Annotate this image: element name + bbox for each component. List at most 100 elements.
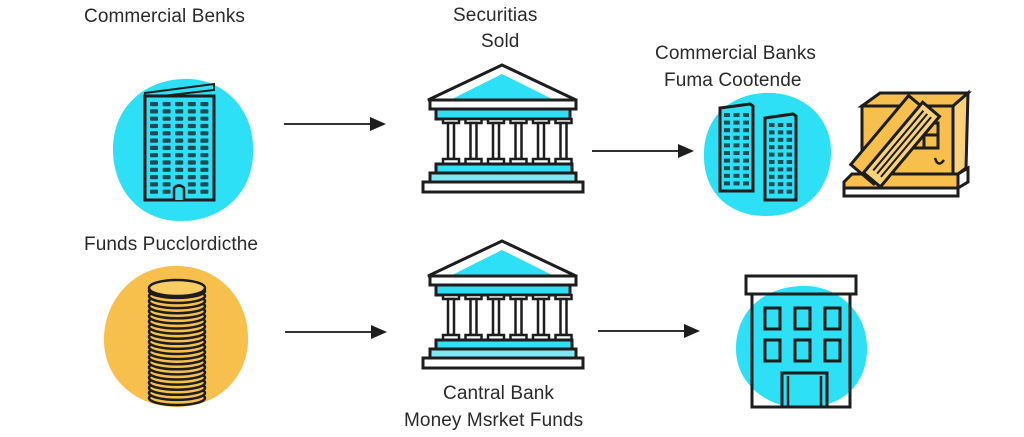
- window-icon: [200, 123, 209, 129]
- label-central-bank-line1: Cantral Bank: [443, 383, 555, 404]
- window-icon: [777, 160, 784, 164]
- window-icon: [786, 137, 793, 142]
- window-icon: [200, 109, 209, 114]
- column-icon: [491, 121, 501, 161]
- ledger-book-icon: [842, 89, 973, 198]
- window-icon: [150, 116, 158, 121]
- window-icon: [200, 189, 209, 194]
- window-icon: [724, 120, 730, 125]
- window-icon: [200, 167, 209, 172]
- column-icon: [514, 121, 523, 161]
- column-icon: [469, 121, 478, 161]
- window-icon: [777, 137, 784, 142]
- column-icon: [446, 121, 456, 161]
- window-icon: [743, 120, 749, 125]
- window-icon: [187, 175, 196, 180]
- window-icon: [150, 175, 158, 180]
- window-icon: [786, 130, 793, 135]
- node-commercial-banks-funds: [700, 88, 835, 223]
- window-icon: [162, 175, 171, 180]
- window-icon: [175, 123, 184, 129]
- window-icon: [150, 182, 158, 187]
- window-icon: [175, 160, 184, 165]
- window-icon: [743, 158, 749, 163]
- window-icon: [162, 131, 171, 136]
- window-icon: [200, 153, 209, 158]
- arrow-commercial-banks-to-securities: [284, 117, 386, 131]
- window-icon: [786, 167, 793, 172]
- label-securities-sold-line1: Securitias: [453, 5, 538, 26]
- window-icon: [733, 143, 740, 148]
- window-icon: [743, 135, 749, 140]
- window-icon: [175, 116, 184, 121]
- window-icon: [724, 128, 730, 133]
- window-icon: [769, 167, 775, 172]
- arrow-central-bank-to-office-building: [598, 324, 700, 338]
- window-icon: [786, 174, 793, 179]
- window-icon: [162, 182, 171, 187]
- window-icon: [200, 182, 209, 187]
- window-icon: [733, 166, 740, 171]
- label-funds-purchased: Funds Pucclordicthe: [84, 234, 259, 255]
- window-icon: [777, 189, 784, 194]
- window-icon: [187, 138, 196, 143]
- window-icon: [724, 173, 730, 178]
- window-icon: [162, 138, 171, 143]
- node-securities-sold: [420, 60, 585, 200]
- window-icon: [150, 167, 158, 172]
- window-icon: [777, 182, 784, 187]
- window-icon: [786, 152, 793, 157]
- window-icon: [187, 167, 196, 172]
- window-icon: [777, 167, 784, 172]
- coin-stack-icon: [103, 265, 249, 408]
- window-icon: [786, 123, 793, 127]
- arrow-funds-purchased-to-central-bank: [285, 325, 387, 339]
- window-icon: [769, 145, 775, 150]
- window-icon: [733, 128, 740, 133]
- label-commercial-banks: Commercial Benks: [84, 6, 246, 27]
- window-icon: [200, 131, 209, 136]
- arrowhead-icon: [678, 144, 694, 158]
- window-icon: [150, 138, 158, 143]
- column-icon: [514, 297, 523, 337]
- window-icon: [187, 189, 196, 194]
- window-icon: [733, 151, 740, 155]
- node-central-bank: [420, 236, 585, 376]
- window-icon: [162, 160, 171, 165]
- window-icon: [175, 153, 184, 158]
- label-commercial-banks-funds-line1: Commercial Banks: [655, 43, 817, 64]
- window-icon: [187, 116, 196, 121]
- window-icon: [150, 189, 158, 194]
- window-icon: [162, 116, 171, 121]
- label-commercial-banks-funds-line2: Fuma Cootende: [664, 70, 802, 91]
- window-icon: [162, 102, 171, 107]
- node-ledger: [840, 88, 973, 203]
- window-icon: [150, 102, 158, 107]
- window-icon: [162, 189, 171, 194]
- node-office-building: [732, 272, 872, 412]
- office-building-icon: [735, 274, 868, 409]
- window-icon: [150, 123, 158, 129]
- window-icon: [786, 145, 793, 150]
- window-icon: [786, 182, 793, 187]
- label-central-bank-line2: Money Msrket Funds: [404, 410, 584, 431]
- window-icon: [150, 131, 158, 136]
- window-icon: [187, 182, 196, 187]
- window-icon: [743, 128, 749, 133]
- window-icon: [786, 189, 793, 194]
- window-icon: [200, 160, 209, 165]
- skyscraper-icon: [113, 78, 254, 222]
- window-icon: [175, 131, 184, 136]
- arrowhead-icon: [370, 117, 386, 131]
- window-icon: [733, 120, 740, 125]
- arrowhead-icon: [371, 325, 387, 339]
- arrowhead-icon: [684, 324, 700, 338]
- bank-building-icon: [421, 63, 585, 194]
- window-icon: [733, 135, 740, 140]
- window-icon: [733, 158, 740, 163]
- window-icon: [786, 160, 793, 164]
- window-icon: [175, 175, 184, 180]
- window-icon: [162, 109, 171, 114]
- window-icon: [769, 123, 775, 127]
- node-commercial-banks: [108, 76, 258, 226]
